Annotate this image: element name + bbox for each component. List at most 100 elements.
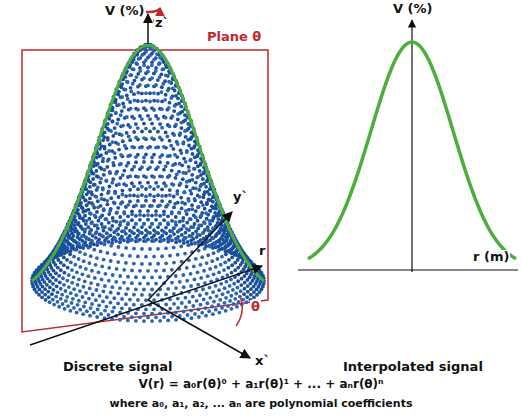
cloud-point: [48, 300, 52, 304]
cloud-point: [184, 135, 188, 139]
cloud-point: [142, 204, 146, 208]
cloud-point: [87, 297, 91, 301]
cloud-point: [43, 293, 47, 297]
cloud-point: [70, 281, 74, 285]
cloud-point: [129, 107, 133, 111]
cloud-point: [83, 301, 87, 305]
cloud-point: [158, 204, 162, 208]
cloud-point: [199, 276, 203, 280]
cloud-point: [158, 319, 162, 323]
cloud-point: [150, 122, 154, 126]
axis-label: V (%): [392, 2, 434, 16]
cloud-point: [199, 173, 203, 177]
cloud-point: [83, 227, 87, 231]
cloud-point: [74, 293, 78, 297]
cloud-point: [105, 295, 109, 299]
cloud-point: [207, 309, 211, 313]
cloud-point: [142, 156, 146, 160]
cloud-point: [150, 156, 154, 160]
cloud-point: [124, 302, 128, 306]
cloud-point: [172, 302, 176, 306]
cloud-point: [92, 311, 96, 315]
cloud-point: [126, 214, 130, 218]
cloud-point: [124, 88, 128, 92]
cloud-point: [160, 188, 164, 192]
cloud-point: [96, 199, 100, 203]
cloud-point: [134, 319, 138, 323]
cloud-point: [214, 234, 218, 238]
cloud-point: [186, 240, 190, 244]
cloud-point: [193, 242, 197, 246]
plane-label: Plane θ: [206, 30, 262, 44]
cloud-point: [199, 162, 203, 166]
cloud-point: [162, 269, 166, 273]
cloud-point: [150, 63, 154, 67]
cloud-point: [208, 245, 212, 249]
cloud-point: [142, 236, 146, 240]
axis-label: r (m): [472, 250, 510, 264]
cloud-point: [152, 239, 156, 243]
cloud-point: [140, 53, 144, 57]
cloud-point: [114, 280, 118, 284]
cloud-point: [156, 165, 160, 169]
cloud-point: [134, 222, 138, 226]
cloud-point: [108, 301, 112, 305]
cloud-point: [130, 230, 134, 234]
cloud-point: [150, 288, 154, 292]
cloud-point: [101, 300, 105, 304]
cloud-point: [131, 67, 135, 71]
cloud-point: [138, 213, 142, 217]
cloud-point: [154, 83, 158, 87]
cloud-point: [237, 300, 241, 304]
cloud-point: [128, 199, 132, 203]
angle-label: θ: [250, 300, 261, 314]
cloud-point: [208, 198, 212, 202]
cloud-point: [95, 223, 99, 227]
cloud-point: [98, 166, 102, 170]
cloud-point: [95, 174, 99, 178]
cloud-point: [105, 231, 109, 235]
cloud-point: [166, 214, 170, 218]
cloud-point: [178, 131, 182, 135]
cloud-point: [215, 294, 219, 298]
cloud-point: [76, 303, 80, 307]
cloud-point: [127, 135, 131, 139]
cloud-point: [120, 133, 124, 137]
cloud-point: [144, 99, 148, 103]
cloud-point: [183, 190, 187, 194]
cloud-point: [124, 261, 128, 265]
cloud-point: [196, 307, 200, 311]
cloud-point: [103, 242, 107, 246]
cloud-point: [112, 296, 116, 300]
cloud-point: [200, 311, 204, 315]
cloud-point: [187, 127, 191, 131]
cloud-point: [115, 228, 119, 232]
cloud-point: [164, 184, 168, 188]
cloud-point: [111, 310, 115, 314]
point-cloud: [30, 43, 266, 323]
cloud-point: [148, 91, 152, 95]
cloud-point: [140, 130, 144, 134]
cloud-point: [230, 263, 234, 267]
cloud-point: [111, 119, 115, 123]
cloud-point: [211, 312, 215, 316]
cloud-point: [111, 177, 115, 181]
cloud-point: [166, 203, 170, 207]
cloud-point: [190, 135, 194, 139]
cloud-point: [185, 221, 189, 225]
cloud-point: [152, 175, 156, 179]
cloud-point: [176, 142, 180, 146]
cloud-point: [180, 206, 184, 210]
cloud-point: [216, 249, 220, 253]
cloud-point: [82, 305, 86, 309]
cloud-point: [100, 265, 104, 269]
cloud-point: [227, 250, 231, 254]
cloud-point: [109, 129, 113, 133]
cloud-point: [137, 57, 141, 61]
cloud-point: [196, 205, 200, 209]
cloud-point: [243, 274, 247, 278]
cloud-point: [170, 212, 174, 216]
cloud-point: [208, 267, 212, 271]
cloud-point: [249, 287, 253, 291]
cloud-point: [156, 293, 160, 297]
